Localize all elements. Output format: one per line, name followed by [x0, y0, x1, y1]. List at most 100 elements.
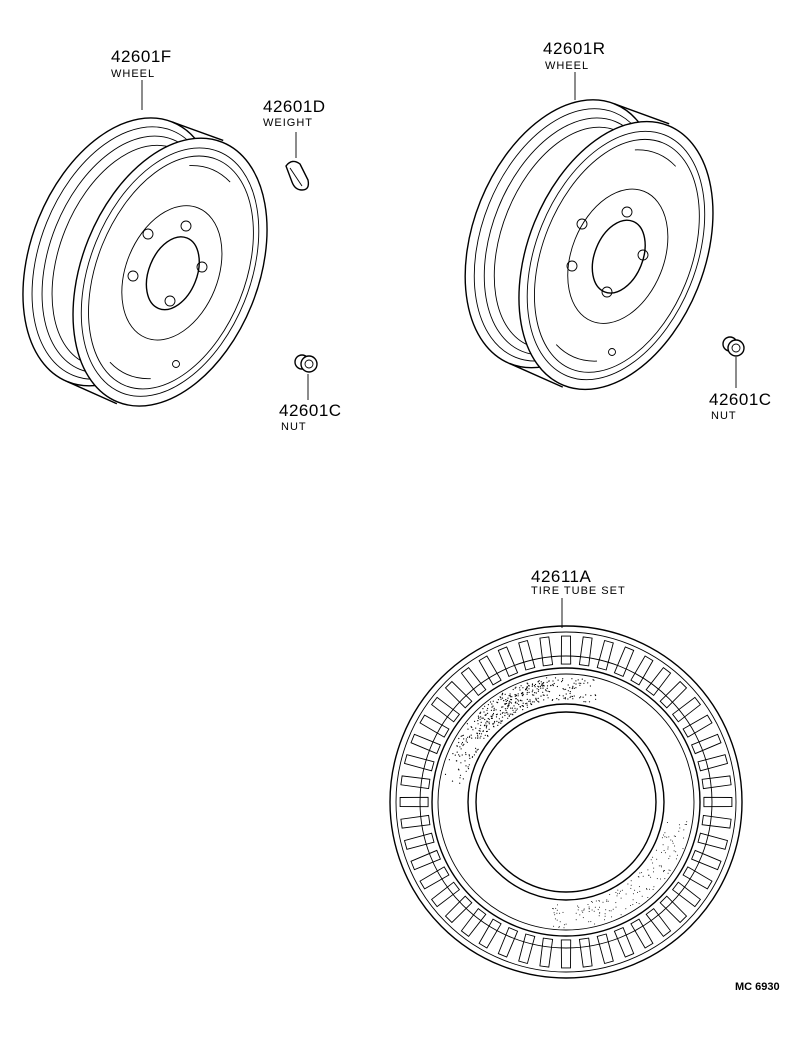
shading-dot	[562, 911, 564, 913]
shading-dot	[612, 908, 614, 910]
shading-dot	[486, 709, 488, 711]
shading-dot	[652, 889, 654, 890]
shading-dot	[653, 867, 655, 869]
shading-dot	[685, 824, 687, 825]
shading-dot	[477, 734, 479, 736]
shading-dot	[542, 687, 544, 689]
shading-dot	[526, 698, 528, 701]
shading-dot	[511, 707, 513, 709]
shading-dot	[562, 695, 564, 697]
shading-dot	[500, 698, 502, 700]
shading-dot	[683, 837, 685, 839]
shading-dot	[486, 724, 488, 726]
shading-dot	[672, 840, 673, 842]
tread-block	[645, 907, 672, 938]
tread-block	[497, 646, 519, 677]
shading-dot	[501, 716, 504, 718]
shading-dot	[534, 683, 537, 686]
shading-dot	[625, 893, 627, 895]
front-wheel-lug-holes	[127, 220, 208, 368]
shading-dot	[556, 685, 559, 688]
shading-dot	[531, 685, 533, 687]
shading-dot	[492, 700, 494, 702]
shading-dot	[496, 720, 498, 723]
tread-block	[659, 680, 688, 709]
shading-dot	[572, 686, 574, 688]
shading-dot	[512, 714, 514, 716]
shading-dot	[528, 700, 530, 702]
shading-dot	[630, 884, 632, 886]
shading-dot	[553, 912, 555, 914]
shading-dot	[485, 730, 488, 733]
shading-dot	[537, 685, 539, 687]
shading-dot	[525, 703, 527, 705]
shading-dot	[634, 889, 636, 891]
shading-dot	[515, 698, 517, 700]
shading-dot	[554, 918, 556, 920]
shading-dot	[571, 687, 573, 690]
shading-dot	[684, 824, 686, 825]
shading-dot	[531, 683, 534, 685]
shading-dot	[543, 682, 545, 684]
shading-dot	[528, 688, 530, 690]
tread-block	[596, 639, 614, 671]
tread-block	[697, 754, 729, 772]
tread-block	[691, 733, 722, 755]
shading-dot	[550, 685, 552, 687]
shading-dot	[535, 698, 537, 700]
shading-dot	[491, 715, 493, 718]
shading-dot	[489, 701, 492, 703]
shading-dot	[477, 723, 479, 725]
shading-dot	[460, 762, 462, 764]
tread-block	[497, 927, 519, 958]
shading-dot	[686, 821, 688, 823]
shading-dot	[531, 703, 533, 706]
shading-dot	[471, 756, 473, 758]
shading-dot	[637, 876, 639, 878]
tread-block	[701, 814, 732, 829]
shading-dot	[683, 829, 685, 831]
shading-dot	[504, 712, 506, 714]
shading-dot	[678, 824, 680, 826]
shading-dot	[506, 702, 508, 705]
shading-dot	[537, 690, 540, 692]
shading-dot	[491, 717, 493, 720]
shading-dot	[658, 865, 660, 867]
tread-block	[444, 895, 473, 924]
shading-dot	[508, 715, 510, 717]
shading-dot	[469, 757, 471, 760]
shading-dot	[604, 915, 606, 917]
shading-dot	[573, 682, 575, 684]
shading-dot	[594, 694, 596, 696]
shading-dot	[463, 743, 465, 746]
shading-dot	[484, 718, 486, 721]
shading-dot	[465, 753, 467, 756]
shading-dot	[561, 681, 563, 683]
shading-dot	[459, 777, 461, 779]
shading-dot	[514, 687, 516, 689]
shading-dot	[606, 899, 608, 901]
shading-dot	[458, 737, 460, 740]
shading-dot	[638, 903, 640, 905]
shading-dot	[459, 782, 461, 784]
shading-dot	[547, 690, 549, 692]
shading-dot	[558, 699, 560, 701]
shading-dot	[467, 728, 469, 730]
shading-dot	[579, 914, 581, 916]
shading-dot	[663, 870, 665, 871]
shading-dot	[572, 698, 574, 700]
shading-dot	[475, 751, 477, 753]
shading-dot	[632, 893, 634, 895]
shading-dot	[530, 702, 532, 704]
shading-dot	[526, 687, 528, 690]
shading-dot	[559, 921, 561, 923]
shading-dot	[510, 702, 513, 704]
shading-dot	[588, 701, 591, 703]
shading-dot	[472, 729, 474, 731]
shading-dot	[652, 856, 654, 858]
shading-dot	[528, 685, 530, 687]
shading-dot	[478, 733, 481, 735]
shading-dot	[514, 711, 517, 713]
shading-dot	[503, 700, 505, 702]
shading-dot	[531, 694, 534, 696]
